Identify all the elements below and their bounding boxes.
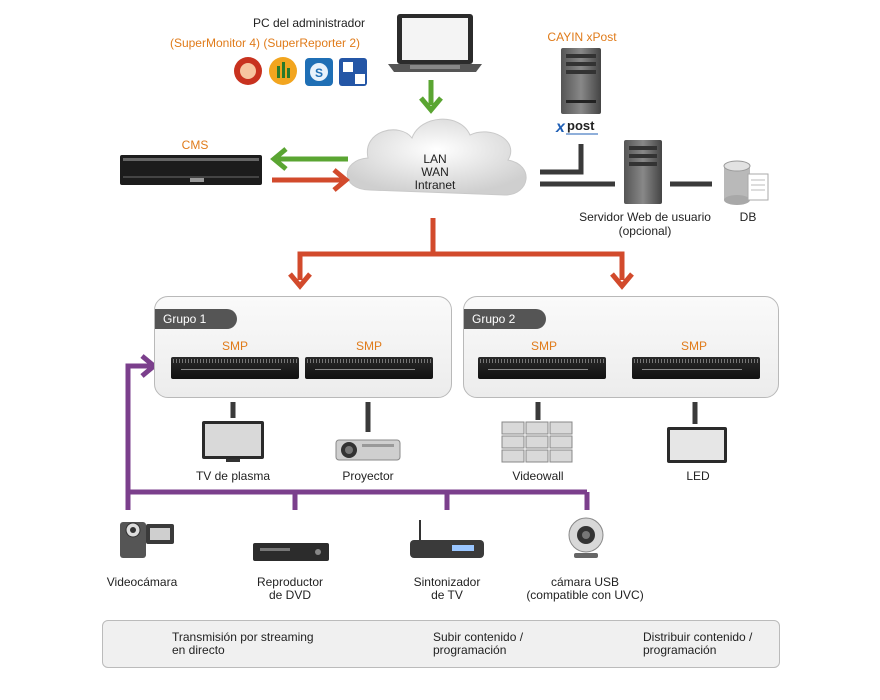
- svg-text:x: x: [555, 119, 566, 136]
- videowall-icon: [501, 421, 573, 463]
- tv-tuner-icon: [410, 520, 484, 558]
- laptop-icon: [388, 14, 482, 72]
- web-server-sublabel: (opcional): [618, 224, 672, 238]
- legend-upload-line2: programación: [433, 643, 507, 657]
- group-2-title: Grupo 2: [464, 309, 546, 329]
- usb-camera-label-line2: (compatible con UVC): [526, 588, 644, 602]
- smp-label: SMP: [221, 339, 248, 353]
- smp-label: SMP: [355, 339, 382, 353]
- database-icon: [723, 160, 769, 205]
- legend-streaming-line2: en directo: [172, 643, 225, 657]
- distribute-arrow-tree: [288, 218, 634, 290]
- svg-text:S: S: [315, 66, 323, 80]
- admin-pc-title: PC del administrador: [252, 16, 366, 30]
- projector-label: Proyector: [342, 469, 394, 483]
- legend-upload-line1: Subir contenido /: [433, 630, 524, 644]
- smp-player-icon: [478, 357, 606, 379]
- dvd-label-line1: Reproductor: [256, 575, 324, 589]
- projector-icon: [335, 439, 401, 461]
- reporter-grid-icon: [339, 58, 367, 86]
- smp-player-icon: [171, 357, 299, 379]
- usb-camera-icon: [568, 517, 604, 558]
- dvd-label-line2: de DVD: [268, 588, 312, 602]
- group-2-box: Grupo 2 SMP SMP: [463, 296, 779, 398]
- admin-pc-software: (SuperMonitor 4) (SuperReporter 2): [169, 36, 361, 50]
- superreporter-icon: [269, 57, 297, 85]
- group-1-title: Grupo 1: [155, 309, 237, 329]
- legend-distribute-line2: programación: [643, 643, 717, 657]
- web-server-icon: [624, 140, 662, 204]
- tuner-label-line2: de TV: [431, 588, 463, 602]
- plasma-tv-icon: [202, 421, 264, 462]
- connector-cloud-to-xpost: [540, 144, 584, 175]
- xpost-logo: x post: [555, 118, 598, 136]
- legend-streaming-line1: Transmisión por streaming: [172, 630, 314, 644]
- tuner-label-line1: Sintonizador: [413, 575, 481, 589]
- db-label: DB: [739, 210, 757, 224]
- videowall-label: Videowall: [512, 469, 564, 483]
- usb-camera-label-line1: cámara USB: [550, 575, 620, 589]
- supermonitor-icon: [234, 57, 262, 85]
- smp-player-icon: [305, 357, 433, 379]
- camcorder-label: Videocámara: [106, 575, 178, 589]
- distribute-arrow-right: [272, 168, 350, 192]
- smp-label: SMP: [680, 339, 707, 353]
- cms-server-icon: [120, 155, 262, 185]
- legend-distribute-line1: Distribuir contenido /: [643, 630, 753, 644]
- dvd-player-icon: [253, 543, 329, 561]
- led-display-icon: [667, 427, 727, 463]
- network-label-wan: WAN: [421, 165, 449, 179]
- camcorder-icon: [120, 522, 174, 558]
- xpost-server-icon: [561, 48, 601, 114]
- cms-label: CMS: [181, 138, 209, 152]
- plasma-tv-label: TV de plasma: [195, 469, 271, 483]
- legend-box: [102, 620, 780, 668]
- upload-arrow-left: [270, 147, 348, 171]
- xpost-title: CAYIN xPost: [547, 30, 617, 44]
- smp-label: SMP: [530, 339, 557, 353]
- connector-smp-to-displays: [230, 402, 698, 432]
- web-server-label: Servidor Web de usuario: [579, 210, 711, 224]
- svg-text:post: post: [567, 118, 595, 133]
- network-cloud-icon: [346, 118, 527, 196]
- scheduler-icon: S: [305, 58, 333, 86]
- led-label: LED: [686, 469, 710, 483]
- network-label-intranet: Intranet: [414, 178, 456, 192]
- upload-arrow-down: [419, 80, 443, 114]
- smp-player-icon: [632, 357, 760, 379]
- network-label-lan: LAN: [423, 152, 447, 166]
- group-1-box: Grupo 1 SMP SMP: [154, 296, 452, 398]
